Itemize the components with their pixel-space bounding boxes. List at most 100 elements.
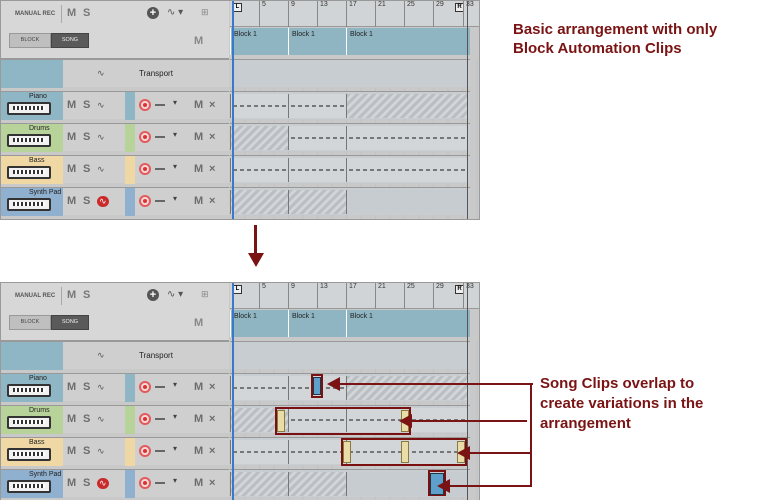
note-clip[interactable] — [346, 94, 468, 118]
track-solo-button[interactable]: S — [83, 413, 91, 425]
master-solo-button[interactable]: S — [83, 289, 91, 301]
master-mute-button[interactable]: M — [67, 7, 77, 19]
track-m-button[interactable]: M — [194, 477, 204, 489]
note-clip[interactable] — [288, 472, 346, 496]
record-icon[interactable] — [139, 163, 151, 175]
track-delete-button[interactable]: × — [209, 413, 216, 425]
block-clip[interactable]: Block 1 — [230, 310, 288, 337]
add-track-icon[interactable]: + — [147, 289, 159, 301]
track-mute-button[interactable]: M — [67, 445, 77, 457]
note-clip[interactable] — [230, 376, 288, 400]
record-icon[interactable] — [139, 99, 151, 111]
chevron-down-icon[interactable]: ▾ — [173, 162, 178, 171]
note-clip[interactable] — [288, 94, 346, 118]
track-automation-icon[interactable]: ∿ — [97, 100, 105, 110]
master-mute-button[interactable]: M — [67, 289, 77, 301]
transport-track[interactable]: ∿Transport — [1, 341, 229, 370]
automation-icon[interactable]: ∿ ▾ — [167, 7, 184, 18]
track-mute-button[interactable]: M — [67, 163, 77, 175]
transport-automation-icon[interactable]: ∿ — [97, 68, 105, 78]
block-clip[interactable]: Block 1 — [288, 310, 346, 337]
track-delete-button[interactable]: × — [209, 131, 216, 143]
automation-icon[interactable]: ∿ ▾ — [167, 289, 184, 300]
note-clip[interactable] — [288, 190, 346, 214]
note-clip[interactable] — [230, 472, 288, 496]
song-mode-button[interactable]: SONG — [51, 315, 89, 330]
grid-icon[interactable]: ⊞ — [201, 7, 209, 17]
note-clip[interactable] — [346, 158, 468, 182]
track-m-button[interactable]: M — [194, 99, 204, 111]
chevron-down-icon[interactable]: ▾ — [173, 380, 178, 389]
playhead-cursor[interactable] — [232, 283, 234, 500]
chevron-down-icon[interactable]: ▾ — [173, 130, 178, 139]
track-delete-button[interactable]: × — [209, 195, 216, 207]
record-icon[interactable] — [139, 131, 151, 143]
note-clip[interactable] — [346, 126, 468, 150]
note-clip[interactable] — [288, 408, 346, 432]
track-mute-button[interactable]: M — [67, 413, 77, 425]
track-m-button[interactable]: M — [194, 195, 204, 207]
record-icon[interactable] — [139, 195, 151, 207]
record-icon[interactable] — [139, 413, 151, 425]
chevron-down-icon[interactable]: ▾ — [173, 444, 178, 453]
song-mode-button[interactable]: SONG — [51, 33, 89, 48]
grid-icon[interactable]: ⊞ — [201, 289, 209, 299]
add-track-icon[interactable]: + — [147, 7, 159, 19]
track-automation-icon[interactable]: ∿ — [97, 446, 105, 456]
track-solo-button[interactable]: S — [83, 381, 91, 393]
transport-lane[interactable] — [230, 59, 470, 87]
track-automation-icon[interactable]: ∿ — [97, 478, 109, 489]
note-clip[interactable] — [288, 440, 346, 464]
track-automation-icon[interactable]: ∿ — [97, 164, 105, 174]
track-solo-button[interactable]: S — [83, 99, 91, 111]
transport-lane[interactable] — [230, 341, 470, 369]
note-clip[interactable] — [288, 158, 346, 182]
track-automation-icon[interactable]: ∿ — [97, 382, 105, 392]
track-m-button[interactable]: M — [194, 413, 204, 425]
note-clip[interactable] — [230, 94, 288, 118]
track-m-button[interactable]: M — [194, 381, 204, 393]
chevron-down-icon[interactable]: ▾ — [173, 98, 178, 107]
track-mute-button[interactable]: M — [67, 477, 77, 489]
record-icon[interactable] — [139, 445, 151, 457]
chevron-down-icon[interactable]: ▾ — [173, 412, 178, 421]
track-solo-button[interactable]: S — [83, 131, 91, 143]
track-delete-button[interactable]: × — [209, 163, 216, 175]
record-icon[interactable] — [139, 381, 151, 393]
song-clip[interactable] — [277, 410, 285, 432]
track-lane[interactable] — [230, 155, 470, 183]
block-mode-button[interactable]: BLOCK — [9, 315, 51, 330]
track-solo-button[interactable]: S — [83, 195, 91, 207]
playhead-cursor[interactable] — [232, 1, 234, 219]
track-mute-button[interactable]: M — [67, 195, 77, 207]
note-clip[interactable] — [230, 190, 288, 214]
chevron-down-icon[interactable]: ▾ — [173, 476, 178, 485]
track-mute-button[interactable]: M — [67, 99, 77, 111]
block-mode-button[interactable]: BLOCK — [9, 33, 51, 48]
track-solo-button[interactable]: S — [83, 477, 91, 489]
note-clip[interactable] — [346, 190, 468, 214]
track-automation-icon[interactable]: ∿ — [97, 132, 105, 142]
header-mute-button[interactable]: M — [194, 317, 204, 329]
chevron-down-icon[interactable]: ▾ — [173, 194, 178, 203]
note-clip[interactable] — [230, 126, 288, 150]
transport-track[interactable]: ∿Transport — [1, 59, 229, 88]
left-locator-marker[interactable]: L — [233, 3, 242, 12]
header-mute-button[interactable]: M — [194, 35, 204, 47]
track-mute-button[interactable]: M — [67, 381, 77, 393]
track-mute-button[interactable]: M — [67, 131, 77, 143]
note-clip[interactable] — [230, 158, 288, 182]
master-solo-button[interactable]: S — [83, 7, 91, 19]
note-clip[interactable] — [288, 126, 346, 150]
song-clip[interactable] — [343, 441, 351, 463]
song-clip[interactable] — [401, 441, 409, 463]
track-delete-button[interactable]: × — [209, 99, 216, 111]
